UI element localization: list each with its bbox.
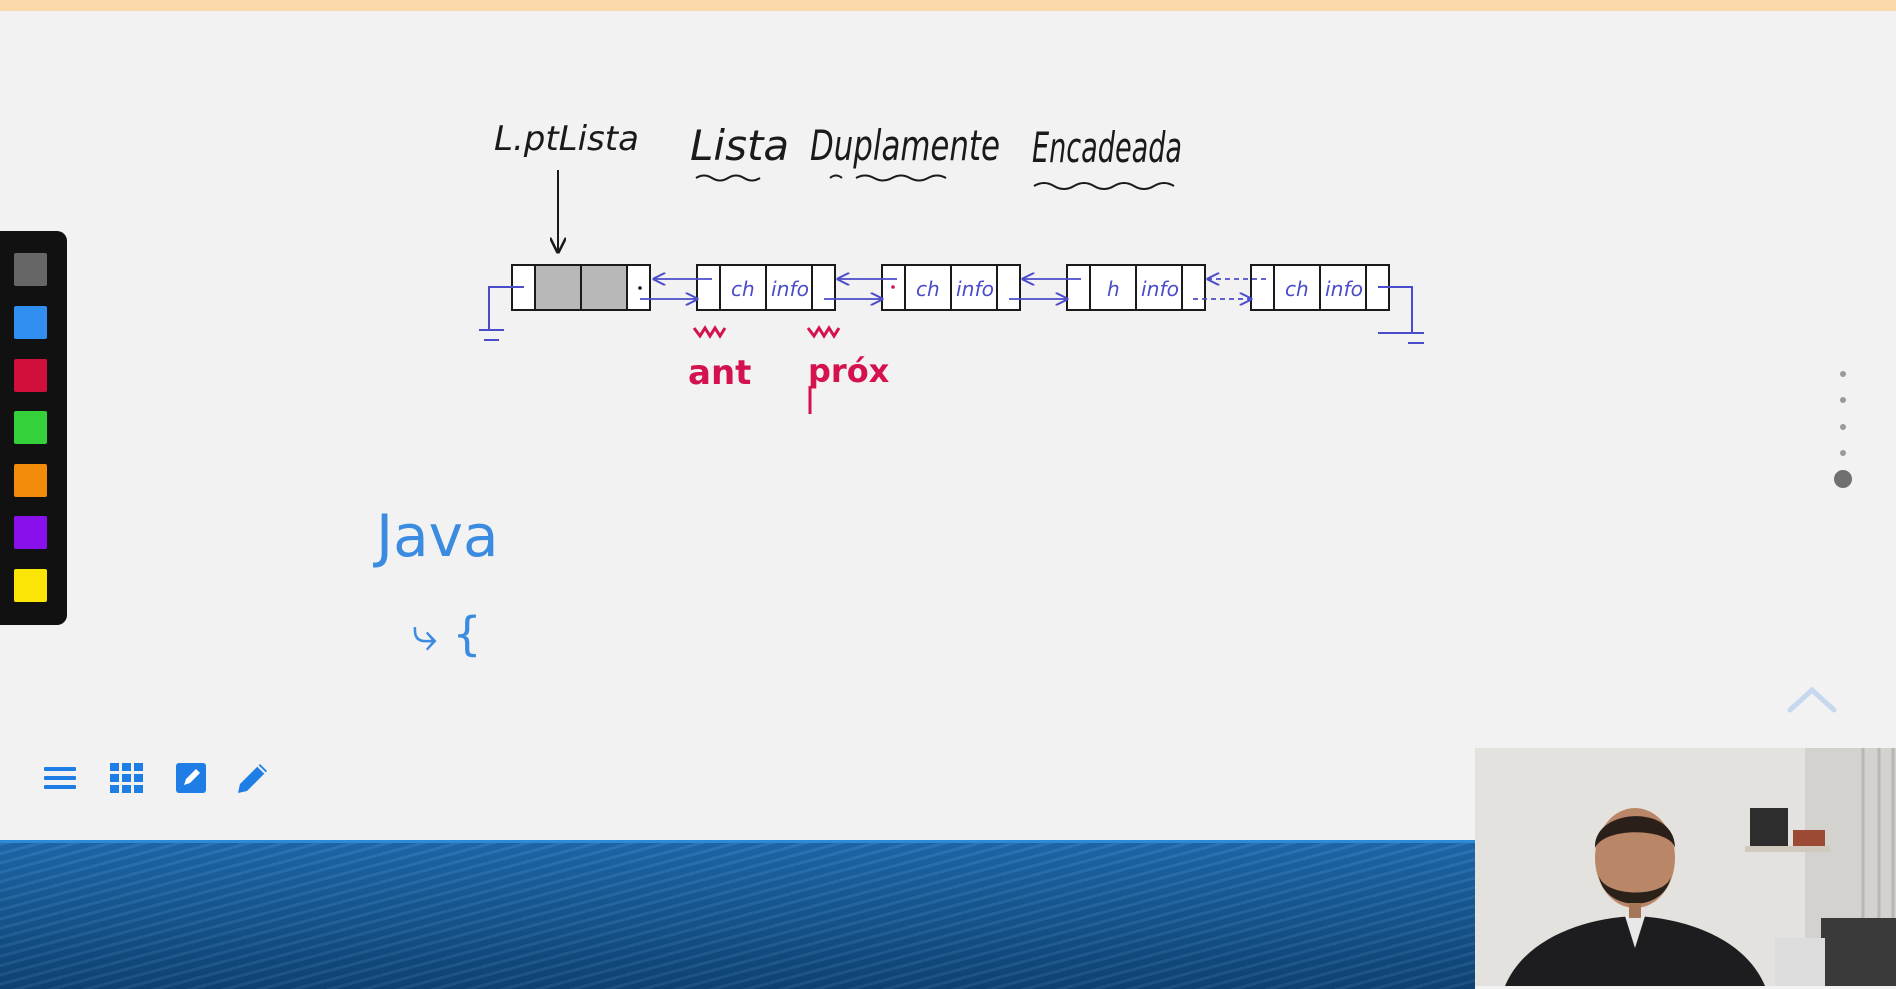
- annotation-ant: ant: [688, 353, 751, 393]
- pencil-icon: [238, 764, 267, 793]
- ant-squiggle: [692, 325, 727, 339]
- drawing-layer: L.ptLista Lista Duplamente Encadeada ch …: [373, 119, 1424, 661]
- color-swatch-blue[interactable]: [14, 306, 47, 339]
- pencil-button[interactable]: [233, 758, 277, 802]
- list-node: [881, 264, 1021, 311]
- chevron-up-icon: [1787, 686, 1837, 713]
- grid-icon: [110, 763, 143, 793]
- color-swatch-gray[interactable]: [14, 253, 47, 286]
- scroll-up-button[interactable]: [1784, 684, 1840, 716]
- node-links: [640, 279, 1266, 299]
- edit-note-button[interactable]: [171, 758, 215, 802]
- footer-banner: [0, 840, 1475, 989]
- color-swatch-green[interactable]: [14, 411, 47, 444]
- list-node: [1250, 264, 1390, 311]
- whiteboard-canvas[interactable]: L.ptLista Lista Duplamente Encadeada ch …: [0, 11, 1896, 842]
- menu-icon: [44, 767, 76, 789]
- presenter-video-frame: [1475, 748, 1896, 986]
- top-bar: [0, 0, 1896, 11]
- grid-button[interactable]: [107, 758, 151, 802]
- list-node: [696, 264, 836, 311]
- note-arrow-brace: ⤷ {: [412, 607, 482, 661]
- page-indicator: [1830, 364, 1860, 494]
- annotation-prox: próx: [808, 352, 890, 390]
- page-dot[interactable]: [1840, 371, 1846, 377]
- node-key: h: [1107, 277, 1120, 301]
- edit-square-icon: [176, 763, 206, 793]
- color-swatch-yellow[interactable]: [14, 569, 47, 602]
- pointer-label: L.ptLista: [494, 119, 639, 159]
- list-header-node: [511, 264, 651, 311]
- title-word-lista: Lista: [690, 121, 789, 170]
- page-dot[interactable]: [1840, 397, 1846, 403]
- left-null-ground: [479, 286, 524, 341]
- webcam-video[interactable]: [1475, 748, 1896, 986]
- color-palette: [0, 231, 67, 625]
- node-key: ch: [916, 277, 940, 301]
- underline-duplamente: [829, 174, 947, 182]
- node-key: ch: [731, 277, 755, 301]
- title-word-encadeada: Encadeada: [1032, 123, 1182, 172]
- prox-squiggle: [806, 325, 841, 339]
- node-info: info: [771, 277, 809, 301]
- note-java: Java: [373, 502, 499, 570]
- title-word-duplamente: Duplamente: [810, 121, 1000, 170]
- menu-button[interactable]: [40, 758, 84, 802]
- underline-encadeada: [1033, 182, 1175, 190]
- node-key: ch: [1285, 277, 1309, 301]
- node-info: info: [1141, 277, 1179, 301]
- page-dot-active[interactable]: [1834, 470, 1852, 488]
- color-swatch-red[interactable]: [14, 359, 47, 392]
- color-swatch-orange[interactable]: [14, 464, 47, 497]
- underline-lista: [695, 174, 761, 182]
- node-info: info: [1325, 277, 1363, 301]
- right-null-ground: [1378, 286, 1424, 344]
- node-info: info: [956, 277, 994, 301]
- list-node: [1066, 264, 1206, 311]
- page-dot[interactable]: [1840, 450, 1846, 456]
- color-swatch-purple[interactable]: [14, 516, 47, 549]
- page-dot[interactable]: [1840, 424, 1846, 430]
